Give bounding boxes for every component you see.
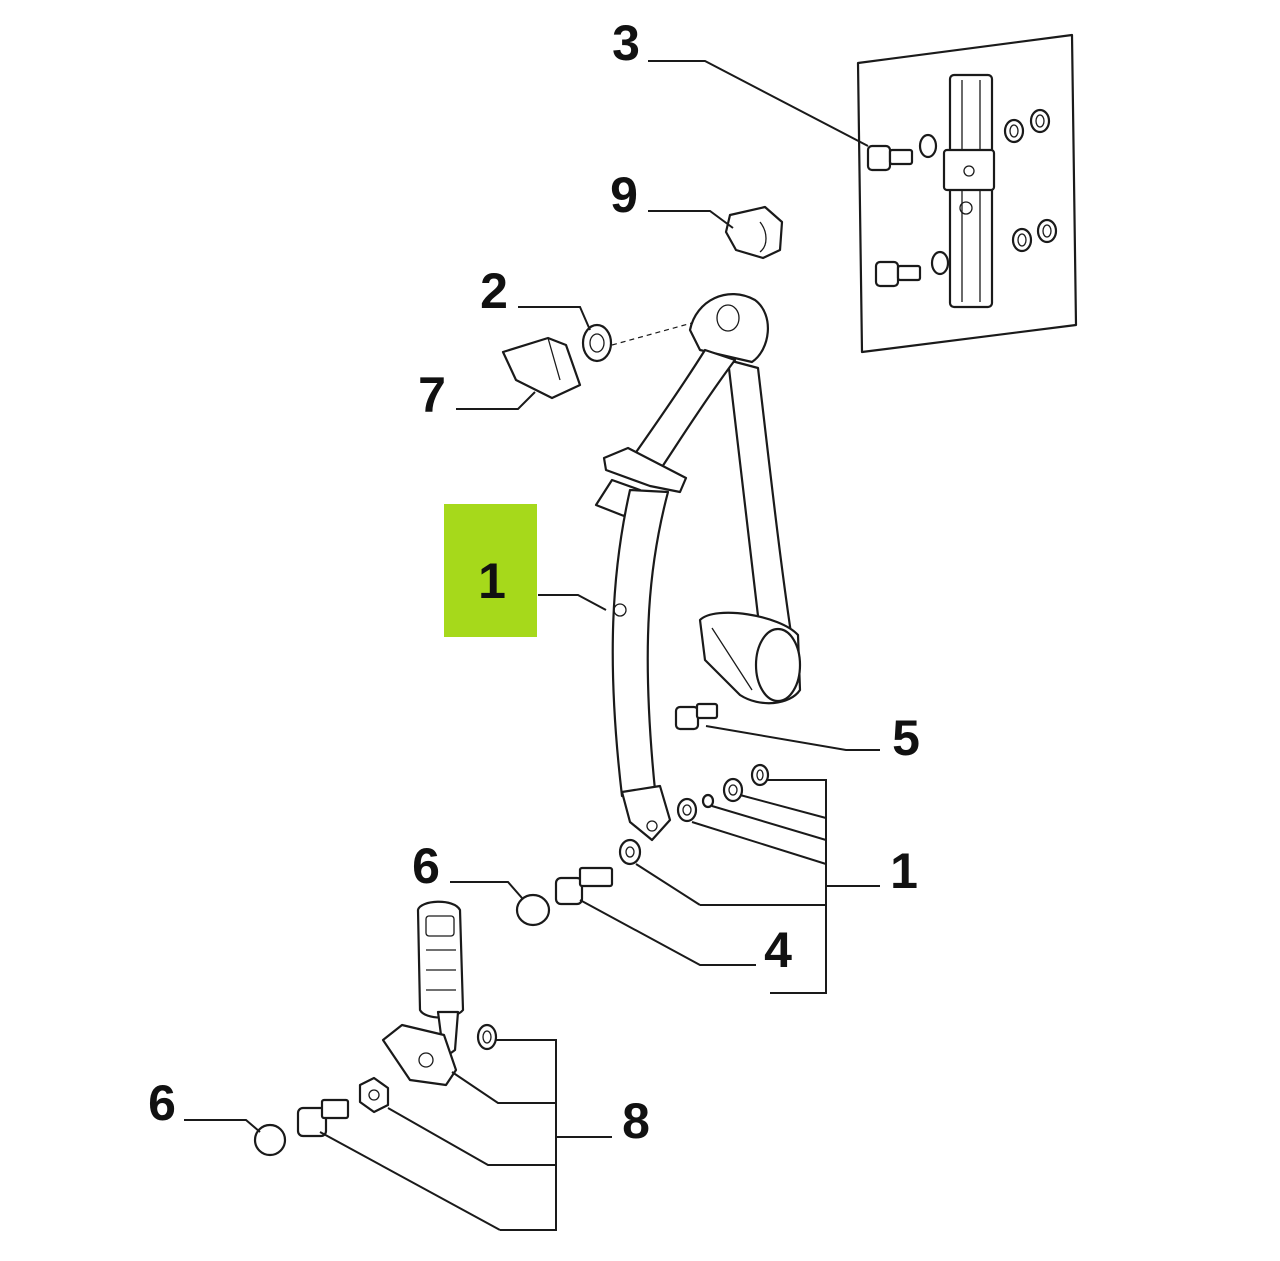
highlight-box [444,504,537,637]
callout-7: 7 [418,367,446,423]
anchor-cover [501,336,582,400]
adjuster-bolt-lower [874,260,922,288]
leader-lines [184,60,880,1231]
retractor-bolt [674,702,719,731]
callout-5: 5 [892,710,920,766]
callout-4: 4 [764,922,792,978]
callout-1-highlight: 1 [478,553,506,609]
buckle-bolt [296,1098,350,1138]
callout-6-lower: 6 [148,1075,176,1131]
buckle-assembly [358,900,498,1114]
callout-8: 8 [622,1093,650,1149]
callout-1: 1 [890,843,918,899]
seat-belt-assembly [594,293,802,842]
adjuster-bolt-upper [866,144,914,172]
bolt-cap-upper [515,893,551,927]
callout-2: 2 [480,263,508,319]
spacer-bush [581,323,613,363]
callout-9: 9 [610,167,638,223]
belt-guide-cap [724,205,784,260]
anchor-bolt [554,866,614,906]
height-adjuster-inset [856,33,1078,354]
anchor-washers [618,763,770,866]
callout-3: 3 [612,15,640,71]
callout-6-upper: 6 [412,838,440,894]
bolt-cap-lower [253,1123,287,1157]
